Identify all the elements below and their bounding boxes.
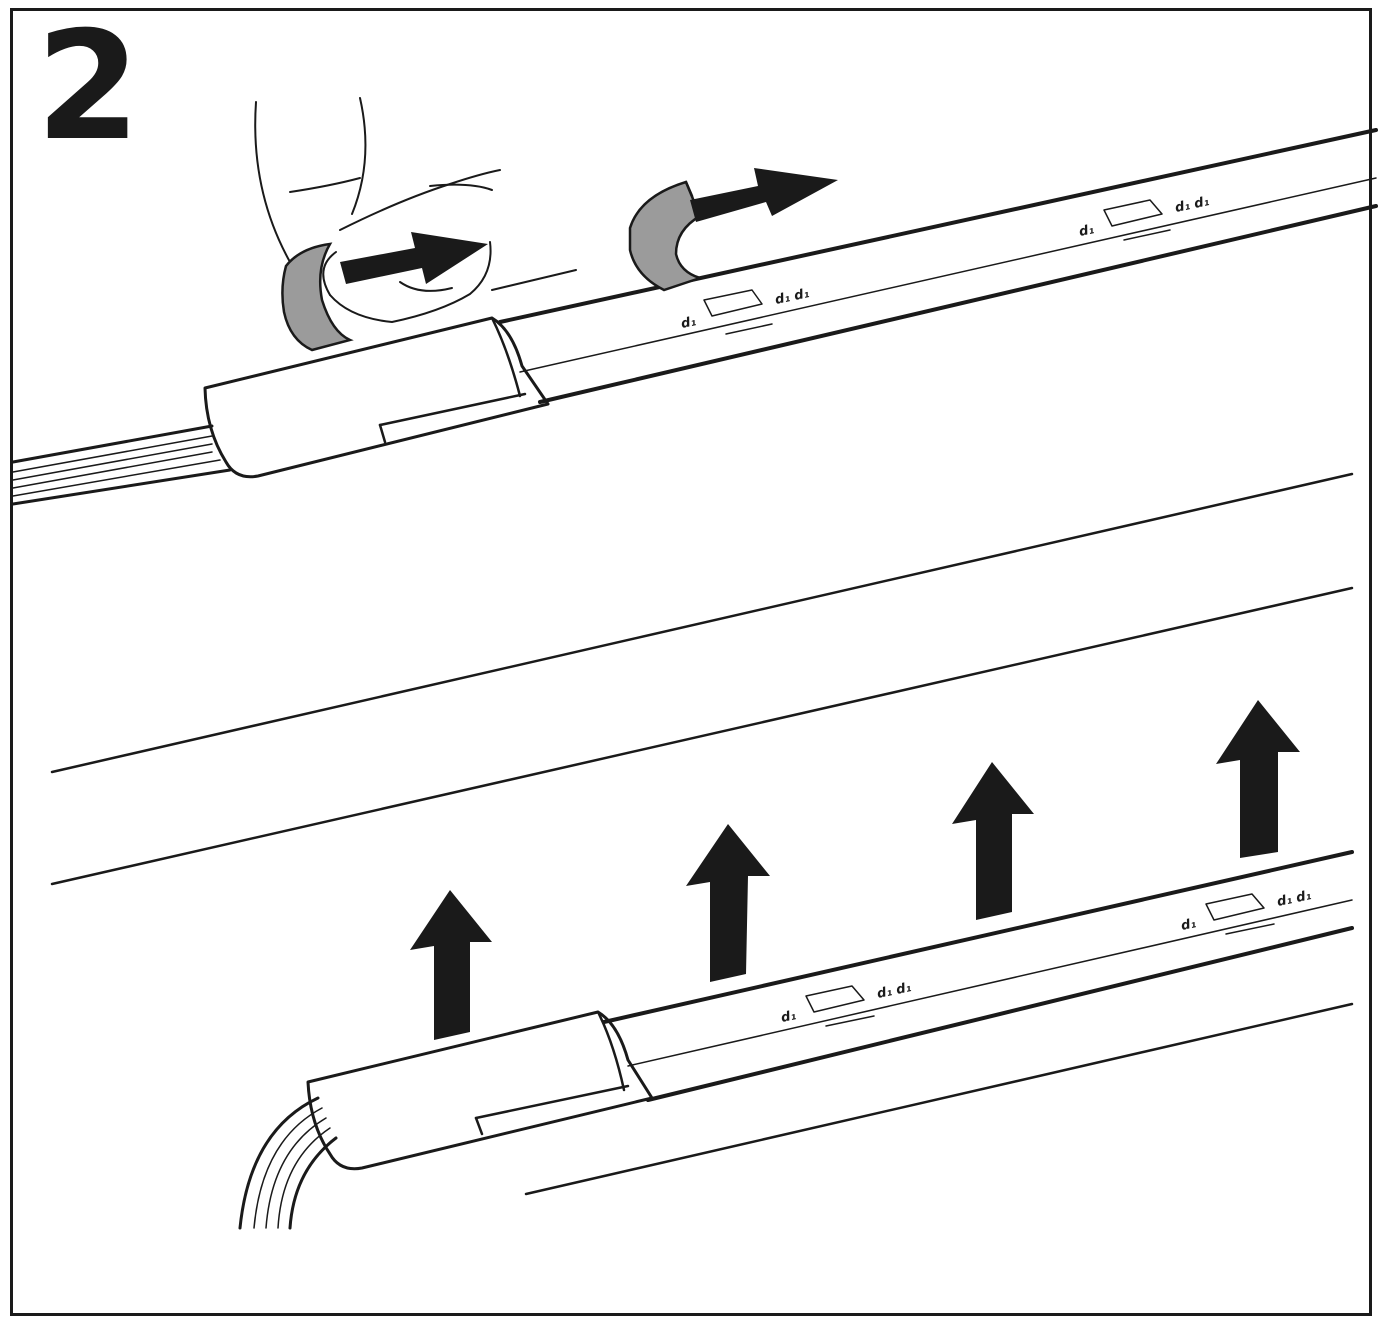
bottom-led-strip: d₁ d₁ d₁ d₁ d₁ d₁	[238, 850, 1354, 1230]
lift-arrow-icon	[1216, 700, 1300, 858]
illustration-frame	[10, 8, 1372, 1316]
top-end-cap	[203, 316, 550, 479]
svg-text:d₁: d₁	[680, 314, 698, 332]
bottom-cable-icon	[238, 1096, 338, 1230]
adhesive-backing-icon	[628, 180, 705, 292]
adhesive-backing-icon	[281, 242, 354, 352]
cut-mark-icon: d₁ d₁ d₁	[1078, 194, 1211, 241]
peel-arrow-icon	[340, 232, 488, 284]
svg-text:d₁ d₁: d₁ d₁	[876, 980, 913, 1002]
top-led-strip: d₁ d₁ d₁ d₁ d₁ d₁	[11, 128, 1378, 506]
lift-arrow-icon	[410, 890, 492, 1040]
svg-text:d₁ d₁: d₁ d₁	[1174, 194, 1211, 216]
mounting-surface	[50, 472, 1354, 1196]
step-number: 2	[36, 0, 141, 174]
cut-mark-icon: d₁ d₁ d₁	[680, 286, 811, 335]
peel-arrow-icon	[690, 168, 838, 222]
cut-mark-icon: d₁ d₁ d₁	[780, 980, 913, 1027]
lift-arrow-icon	[952, 762, 1034, 920]
top-cable-icon	[11, 424, 232, 506]
cut-mark-icon: d₁ d₁ d₁	[1180, 888, 1313, 935]
svg-text:d₁: d₁	[1078, 222, 1096, 240]
svg-text:d₁: d₁	[1180, 916, 1198, 934]
svg-text:d₁: d₁	[780, 1008, 798, 1026]
hand-icon	[254, 97, 577, 323]
svg-text:d₁ d₁: d₁ d₁	[774, 286, 811, 308]
bottom-end-cap	[306, 1010, 654, 1171]
lift-arrow-icon	[686, 824, 770, 982]
svg-text:d₁ d₁: d₁ d₁	[1276, 888, 1313, 910]
